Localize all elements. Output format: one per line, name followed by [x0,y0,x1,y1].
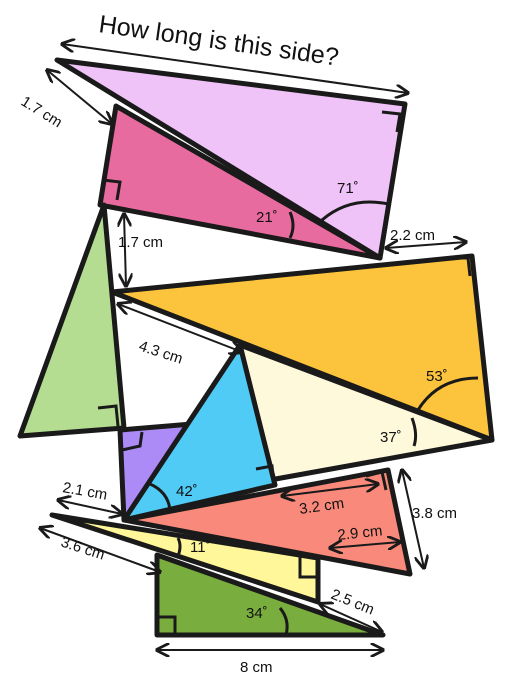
dim-arrow-bottom-left [40,528,160,572]
angle-arc-53 [416,376,479,411]
title-text: How long is this side? [97,10,340,71]
right-angle-marker-red [365,470,388,491]
label-gap-side: 1.7 cm [118,234,163,251]
label-bottom: 8 cm [240,659,273,676]
lilac-triangle [54,57,408,261]
label-top-left-side: 1.7 cm [18,93,65,131]
label-red-inner: 2.9 cm [337,522,384,544]
label-hyp-part: 4.3 cm [137,338,185,368]
dim-arrow-red-right [402,470,424,568]
right-angle-marker-lilac [381,110,402,133]
right-angle-marker-pink [102,178,122,201]
right-angle-marker-light-green [97,404,120,427]
pink-triangle [97,103,383,261]
right-angle-marker-purple [121,431,144,452]
blue-triangle [121,342,278,523]
title-arrow [62,44,408,93]
angle-label-42: 42˚ [176,483,198,500]
angle-arc-42 [149,482,172,511]
label-bottom-left: 3.6 cm [59,534,107,564]
angle-label-21: 21˚ [256,209,278,226]
light-green-triangle [17,202,127,439]
label-green-right: 2.5 cm [329,586,377,619]
dim-arrow-gap [124,214,126,286]
dim-arrow-right-gap [386,242,466,248]
right-angle-marker-blue [255,464,276,485]
angle-label-53: 53˚ [426,368,448,385]
right-angle-marker-green [157,615,177,635]
dim-arrow-hyp-part [118,304,242,352]
right-angle-marker-orange [450,256,472,277]
label-right-gap: 2.2 cm [390,227,435,244]
label-red-right: 3.8 cm [412,505,457,522]
angle-label-71: 71˚ [337,180,359,197]
label-red-base: 3.2 cm [298,495,345,518]
label-left-small: 2.1 cm [61,479,108,504]
dim-arrow-top-left [47,70,112,124]
angle-label-11: 11˚ [190,539,211,556]
right-angle-marker-yellow [298,557,318,579]
angle-arc-11 [176,537,182,557]
dim-arrow-green-right [320,604,382,632]
angle-arc-37 [410,417,418,447]
angle-arc-21 [288,211,295,239]
angle-arc-71 [321,200,389,222]
angle-arc-34 [278,607,289,636]
angle-label-37: 37˚ [380,429,402,446]
dim-arrow-left-small [58,500,122,514]
dim-arrow-red-inner [330,542,400,548]
angle-label-34: 34˚ [246,605,268,622]
dim-arrow-red-base [282,484,378,496]
